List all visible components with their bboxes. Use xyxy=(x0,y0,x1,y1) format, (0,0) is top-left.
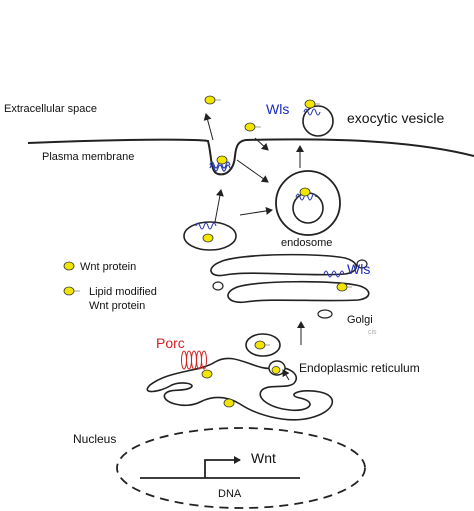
label-exocytic-vesicle: exocytic vesicle xyxy=(347,110,444,126)
porc-helix xyxy=(181,350,207,370)
arrow-release xyxy=(203,113,214,141)
wnt-protein-porc xyxy=(201,369,213,379)
label-extracellular-space: Extracellular space xyxy=(4,103,97,115)
wnt-protein-released xyxy=(204,95,216,105)
arrow-wls-recycle xyxy=(254,137,269,151)
golgi-small-vesicle-2 xyxy=(317,309,333,319)
label-nucleus: Nucleus xyxy=(73,432,116,446)
nucleus xyxy=(116,427,366,509)
label-plasma-membrane: Plasma membrane xyxy=(42,151,134,163)
legend-lipid-wnt-symbol xyxy=(63,286,75,296)
label-porc: Porc xyxy=(156,335,185,351)
label-golgi: Golgi xyxy=(347,314,373,326)
legend-wnt-protein: Wnt protein xyxy=(80,261,136,273)
wnt-protein-golgi xyxy=(336,282,348,292)
wnt-protein-exocytic xyxy=(304,99,316,109)
label-wls-top: Wls xyxy=(266,101,289,117)
wnt-protein-surface xyxy=(244,122,256,132)
label-endosome: endosome xyxy=(281,237,332,249)
wnt-protein-pocket xyxy=(216,155,228,165)
legend-wnt-symbol xyxy=(63,261,75,271)
label-wnt-gene: Wnt xyxy=(251,450,276,466)
label-endoplasmic-reticulum: Endoplasmic reticulum xyxy=(299,361,420,375)
wnt-protein-er xyxy=(223,398,235,408)
label-dna: DNA xyxy=(218,488,242,500)
label-cis: cis xyxy=(368,329,377,336)
arrow-to-vesicle xyxy=(214,189,224,223)
label-wls-golgi: Wls xyxy=(347,261,370,277)
transcription-start-arrow xyxy=(204,456,241,478)
wnt-protein-endosome xyxy=(299,187,311,197)
wnt-protein-vesicle xyxy=(202,233,214,243)
legend-lipid-modified: Lipid modified xyxy=(89,286,157,298)
arrow-vesicle-to-endosome xyxy=(239,206,273,216)
golgi-small-vesicle-1 xyxy=(212,281,224,291)
arrow-translation xyxy=(282,369,290,381)
golgi-small-vesicle-3 xyxy=(356,259,368,269)
legend-lipid-modified-2: Wnt protein xyxy=(89,300,145,312)
golgi-cisterna-2 xyxy=(227,280,370,304)
plasma-membrane xyxy=(27,138,474,176)
exocytic-vesicle xyxy=(302,105,334,137)
golgi-cisterna-1 xyxy=(210,253,358,277)
arrow-pocket-to-endosome xyxy=(236,159,269,183)
